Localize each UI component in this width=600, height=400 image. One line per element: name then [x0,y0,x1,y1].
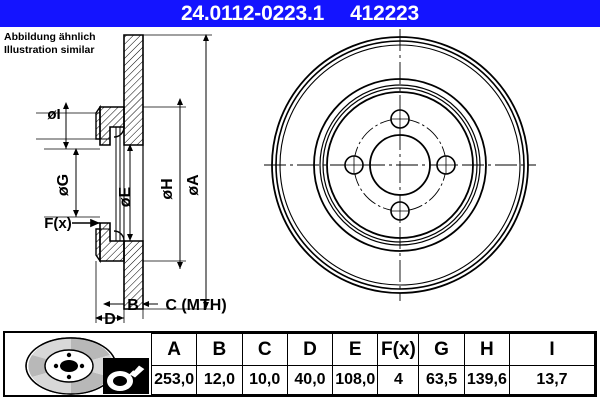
circle-E [326,91,474,239]
table-header-C: C [241,333,288,366]
article-number: 412223 [350,2,420,25]
label-dia-I: øI [47,106,60,123]
dimension-dia-H: øH [143,98,186,269]
table-value-Fx: 4 [377,365,420,395]
table-row-header: A B C D E F(x) G H I [5,333,595,395]
note-line-de: Abbildung ähnlich [4,31,96,43]
table-header-G: G [418,333,465,366]
dimension-group-bottom: B C (MTH) D [95,261,227,328]
table-value-I: 13,7 [509,365,595,395]
table-header-H: H [463,333,511,366]
table-value-D: 40,0 [286,365,334,395]
section-profile [95,34,144,310]
spec-table: A B C D E F(x) G H I 253,0 12,0 10,0 40,… [3,331,597,397]
dimension-dia-E: øE [117,144,134,241]
label-dia-G: øG [55,174,72,196]
brake-disc-photo-icon [25,336,117,395]
circle-H3 [322,87,478,243]
face-view [264,29,536,301]
circle-outer-A3 [279,44,521,286]
technical-drawing: øI øG øE øH [0,27,600,330]
dimension-force-fx: F(x) [44,215,100,232]
label-force-fx: F(x) [44,215,72,232]
circle-outer-A [271,36,529,294]
circle-H [313,78,487,252]
dimension-dia-I: øI [36,102,100,149]
illustration-note: Abbildung ähnlich Illustration similar [4,31,174,57]
label-dim-D: D [104,311,116,328]
table-value-H: 139,6 [463,365,511,395]
label-dia-E: øE [117,186,134,207]
table-header-D: D [286,333,334,366]
circle-outer-A2 [275,40,525,290]
table-value-B: 12,0 [196,365,243,395]
table-row-values: 253,0 12,0 10,0 40,0 108,0 4 63,5 139,6 … [5,365,595,395]
circle-centre-bore-I [369,134,431,196]
brake-tool-icon [103,357,149,394]
title-bar: 24.0112-0223.1 412223 [0,0,600,27]
label-dim-B: B [127,297,139,314]
table-value-C: 10,0 [241,365,288,395]
table-header-I: I [509,333,595,366]
part-number: 24.0112-0223.1 [180,2,325,25]
circle-H2 [319,84,481,246]
table-cell-images [5,334,152,395]
table-header-E: E [332,333,379,366]
label-dia-H: øH [159,178,176,199]
note-line-en: Illustration similar [4,44,95,56]
table-header-A: A [150,333,198,366]
dimension-dia-G: øG [44,148,100,218]
label-dia-A: øA [185,174,202,196]
table-value-A: 253,0 [150,365,198,395]
bolt-hole-group [344,109,456,221]
table-header-B: B [196,333,243,366]
table-header-Fx: F(x) [377,333,420,366]
table-value-E: 108,0 [332,365,379,395]
label-dim-C: C (MTH) [165,297,226,314]
table-value-G: 63,5 [418,365,465,395]
dimension-dia-A: øA [143,34,212,310]
